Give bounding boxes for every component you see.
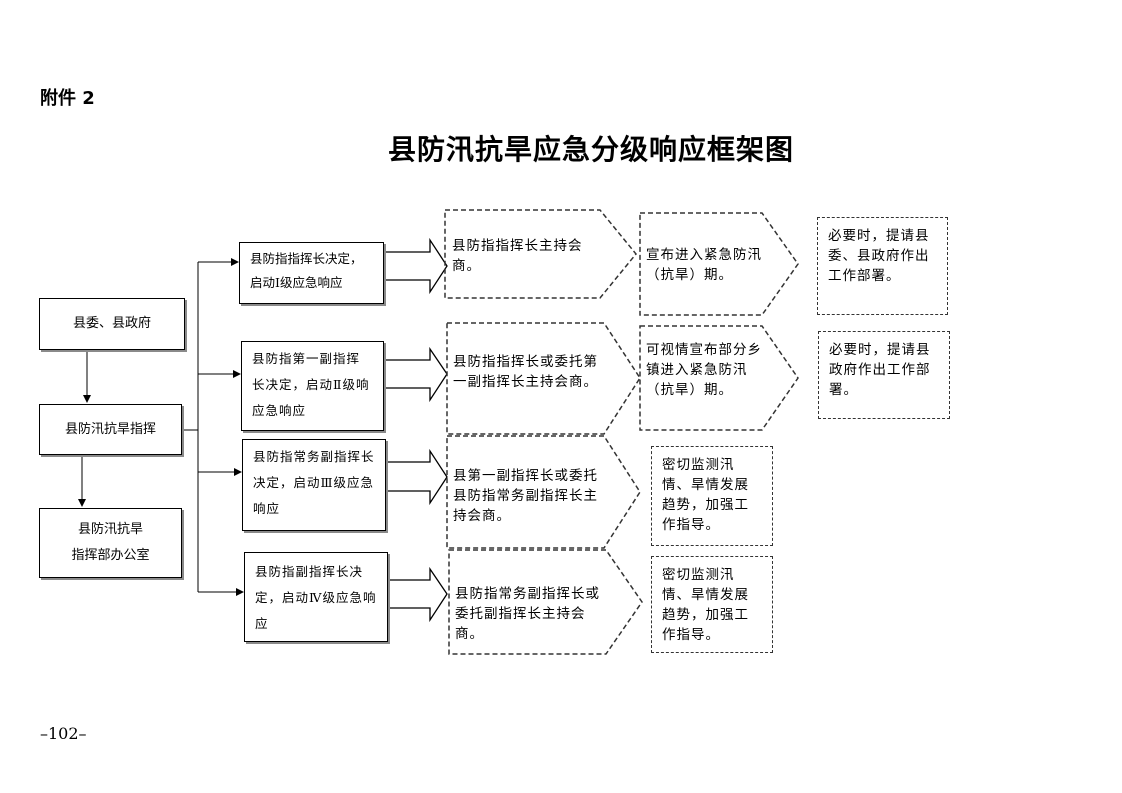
command-label: 县防汛抗旱指挥 <box>64 421 156 437</box>
consultation-text-1: 县防指指挥长主持会商。 <box>452 238 583 274</box>
office-box: 县防汛抗旱 指挥部办公室 <box>39 508 182 578</box>
decision-text-level-2: 县防指第一副指挥长决定，启动Ⅱ级响应急响应 <box>252 351 370 418</box>
request-box-level-2: 必要时，提请县政府作出工作部署。 <box>818 331 950 419</box>
decision-text-level-4: 定，启动Ⅳ级应急响应 <box>255 590 377 631</box>
block-arrow-1 <box>383 237 448 295</box>
decision-box-level-3: 县防指常务副指挥长决定，启动Ⅲ级应急响应 <box>242 439 386 531</box>
announcement-shape-1 <box>639 212 799 316</box>
consultation-text-4: 县防指常务副指挥长或委托副指挥长主持会商。 <box>455 586 600 642</box>
consultation-text-2: 县防指指挥长或委托第一副指挥长主持会商。 <box>453 354 598 390</box>
decision-box-level-1: 县防指指挥长决定，启动Ⅰ级应急响应 <box>239 242 384 304</box>
committee-government-label: 县委、县政府 <box>72 316 151 331</box>
decision-box-level-2: 县防指第一副指挥长决定，启动Ⅱ级响应急响应 <box>241 341 384 431</box>
decision-text-level-1: 县防指指挥长决定，启动Ⅰ级应急响应 <box>250 251 363 290</box>
announcement-text-2: 可视情宣布部分乡镇进入紧急防汛（抗旱）期。 <box>646 342 762 398</box>
monitoring-text-level-4: 密切监测汛情、旱情发展趋势，加强工作指导。 <box>662 567 749 643</box>
consultation-text-3: 县第一副指挥长或委托县防指常务副指挥长主持会商。 <box>453 468 598 524</box>
block-arrow-2 <box>383 346 448 403</box>
attachment-label: 附件 2 <box>40 88 95 109</box>
request-text-level-2: 必要时，提请县政府作出工作部署。 <box>829 342 931 398</box>
monitoring-text-level-3: 密切监测汛情、旱情发展趋势，加强工作指导。 <box>662 457 749 533</box>
consultation-shape-1 <box>444 209 637 299</box>
consultation-shape-3 <box>446 435 641 549</box>
committee-government-box: 县委、县政府 <box>39 298 185 350</box>
page-number: –102– <box>40 724 87 743</box>
block-arrow-4 <box>387 566 448 623</box>
decision-text-level-3: 县防指常务副指挥长决定，启动Ⅲ级应急响应 <box>253 449 375 516</box>
consultation-shape-4 <box>448 549 643 655</box>
office-label-line2: 指挥部办公室 <box>71 548 150 563</box>
announcement-text-1: 宣布进入紧急防汛（抗旱）期。 <box>646 247 762 283</box>
consultation-shape-2 <box>446 322 641 435</box>
monitoring-box-level-3: 密切监测汛情、旱情发展趋势，加强工作指导。 <box>651 446 773 546</box>
monitoring-box-level-4: 密切监测汛情、旱情发展趋势，加强工作指导。 <box>651 556 773 653</box>
office-label-line1: 县防汛抗旱 <box>77 522 143 537</box>
decision-box-level-4: 县防指副指挥长决定，启动Ⅳ级应急响应 <box>244 552 388 642</box>
request-box-level-1: 必要时，提请县委、县政府作出工作部署。 <box>817 217 948 315</box>
decision-text-level-4-prefix: 县防指副指挥长决 <box>255 564 364 579</box>
request-text-level-1: 必要时，提请县委、县政府作出工作部署。 <box>828 228 930 284</box>
announcement-shape-2 <box>639 325 799 431</box>
block-arrow-3 <box>385 448 448 506</box>
command-box: 县防汛抗旱指挥 <box>39 404 182 455</box>
page-title: 县防汛抗旱应急分级响应框架图 <box>387 133 794 166</box>
